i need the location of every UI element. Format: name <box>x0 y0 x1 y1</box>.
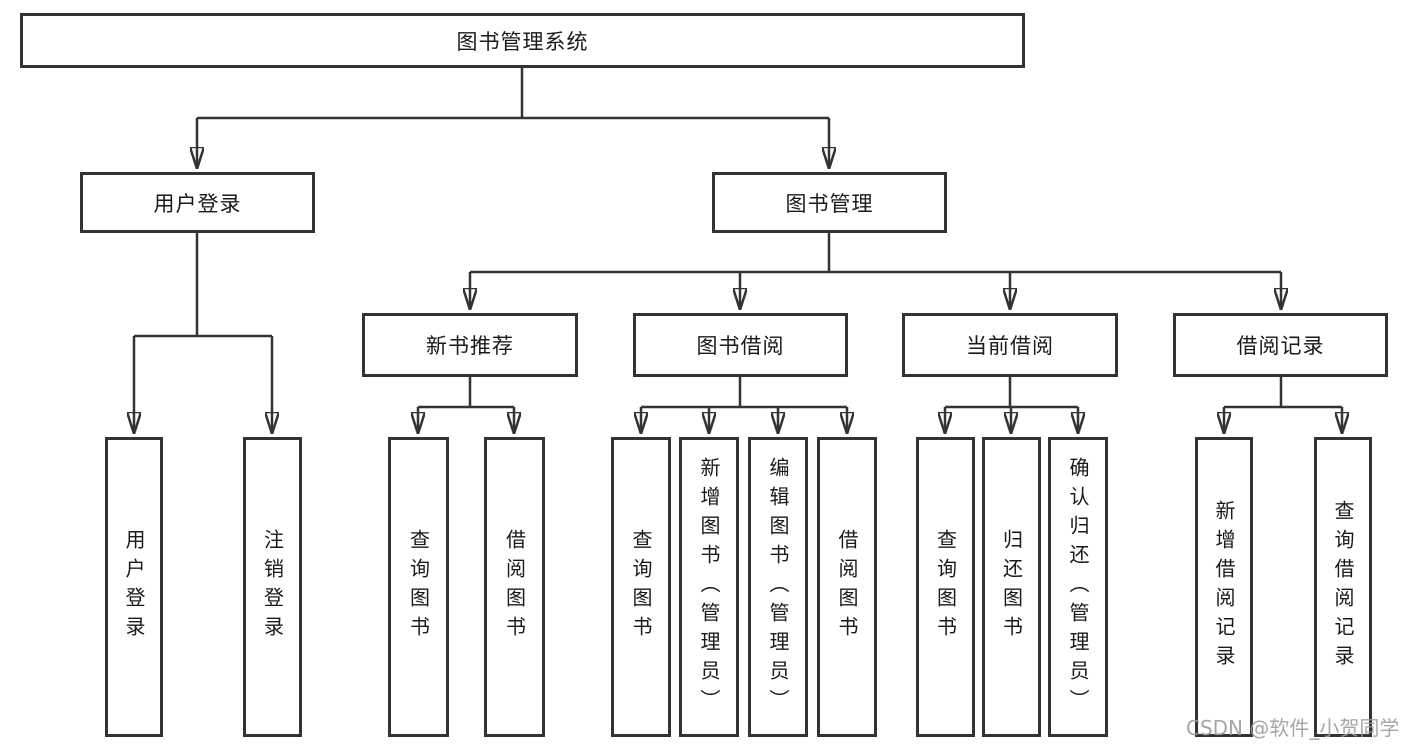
node-new-book-recommend: 新书推荐 <box>362 313 578 377</box>
leaf-borrow-books: 借阅图书 <box>817 437 877 737</box>
leaf-edit-books-admin: 编辑图书（管理员） <box>748 437 808 737</box>
leaf-label: 编辑图书（管理员） <box>766 456 790 718</box>
leaf-label: 用户登录 <box>122 529 146 645</box>
node-book-management-label: 图书管理 <box>785 191 874 216</box>
node-current-borrow-label: 当前借阅 <box>966 334 1054 358</box>
node-user-login-label: 用户登录 <box>153 191 242 216</box>
leaf-label: 归还图书 <box>999 529 1024 645</box>
leaf-label: 借阅图书 <box>835 529 859 645</box>
leaf-borrow-books-recommend: 借阅图书 <box>484 437 545 737</box>
leaf-query-books-recommend: 查询图书 <box>388 437 449 737</box>
node-book-borrow: 图书借阅 <box>633 313 848 377</box>
node-borrow-records-label: 借阅记录 <box>1236 334 1325 358</box>
node-user-login: 用户登录 <box>80 172 315 233</box>
node-book-management: 图书管理 <box>712 172 947 233</box>
leaf-label: 新增借阅记录 <box>1212 500 1236 674</box>
node-book-borrow-label: 图书借阅 <box>696 334 785 358</box>
leaf-confirm-return-admin: 确认归还（管理员） <box>1048 437 1108 737</box>
leaf-label: 查询图书 <box>406 529 431 645</box>
node-current-borrow: 当前借阅 <box>902 313 1118 377</box>
leaf-return-books: 归还图书 <box>982 437 1041 737</box>
leaf-label: 查询图书 <box>629 529 653 645</box>
node-new-book-recommend-label: 新书推荐 <box>426 334 514 358</box>
leaf-label: 查询图书 <box>933 529 958 645</box>
leaf-label: 新增图书（管理员） <box>697 456 721 718</box>
leaf-query-books-current: 查询图书 <box>916 437 975 737</box>
node-borrow-records: 借阅记录 <box>1173 313 1388 377</box>
leaf-add-books-admin: 新增图书（管理员） <box>679 437 739 737</box>
leaf-query-borrow-record: 查询借阅记录 <box>1314 437 1372 737</box>
leaf-label: 确认归还（管理员） <box>1066 456 1090 718</box>
leaf-label: 注销登录 <box>260 529 285 645</box>
leaf-add-borrow-record: 新增借阅记录 <box>1195 437 1253 737</box>
leaf-logout: 注销登录 <box>243 437 302 737</box>
leaf-label: 查询借阅记录 <box>1331 500 1355 674</box>
leaf-label: 借阅图书 <box>502 529 527 645</box>
leaf-user-login: 用户登录 <box>105 437 163 737</box>
node-root-label: 图书管理系统 <box>456 29 589 54</box>
node-root-system: 图书管理系统 <box>20 13 1025 68</box>
leaf-query-books-borrow: 查询图书 <box>611 437 671 737</box>
